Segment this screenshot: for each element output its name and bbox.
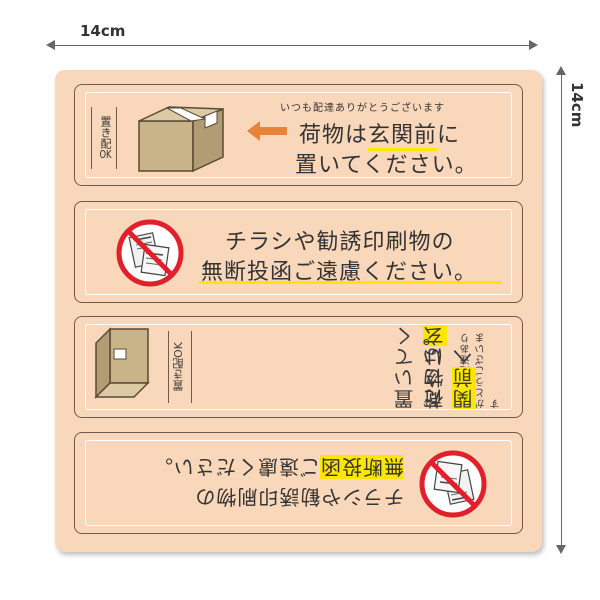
- panel-border: [85, 92, 512, 178]
- height-label: 14cm: [568, 82, 586, 128]
- okihai-tag-ok: OK: [99, 149, 112, 160]
- inverted-content: チラシや勧誘印刷物の 無断投函ご遠慮ください。: [75, 433, 522, 533]
- okihai-tag-text: 置き配OK: [172, 342, 185, 392]
- no-flyers-line2-post: ご遠慮ください。: [152, 455, 320, 479]
- instruction-line1-post: に: [437, 123, 461, 148]
- width-dimension-arrow: [46, 40, 538, 50]
- panel-border: [85, 209, 512, 295]
- width-label: 14cm: [80, 22, 126, 40]
- no-flyers-line2: 無断投函ご遠慮ください。: [152, 454, 404, 483]
- panel-no-flyers-upright[interactable]: チラシや勧誘印刷物の 無断投函ご遠慮ください。: [74, 201, 523, 303]
- no-flyers-prohibition-icon: [116, 219, 184, 287]
- cardboard-box-icon: [94, 327, 150, 399]
- instruction-line2: 置いてください。: [390, 323, 448, 409]
- no-flyers-line2-highlight: 無断投函: [320, 455, 404, 479]
- no-flyers-line1: チラシや勧誘印刷物の: [225, 230, 455, 255]
- panel-no-flyers-inverted[interactable]: チラシや勧誘印刷物の 無断投函ご遠慮ください。: [74, 432, 523, 534]
- panel-delivery-upright[interactable]: 置き配OK いつも配達ありがとうございます 荷物は玄関前に 置いてください。: [74, 84, 523, 186]
- okihai-tag-mid: 配: [99, 138, 112, 149]
- okihai-tag-top: 置き: [99, 116, 112, 138]
- instruction-line1: 荷物は玄関前に: [299, 117, 461, 151]
- arrow-left-icon: [247, 121, 287, 141]
- instruction-line1-pre: 荷物は: [299, 123, 369, 148]
- thanks-text: いつも配達ありがとうございます: [280, 103, 445, 114]
- inverted-content: 置き配OK いつも配達ありがとうございます 荷物は玄関前へ 置いてください。: [75, 317, 522, 417]
- instruction-line2-content: 置いてください。: [393, 325, 446, 409]
- sticker-sheet: 置き配OK いつも配達ありがとうございます 荷物は玄関前に 置いてください。: [55, 70, 542, 552]
- instruction-line1-post: へ: [452, 346, 476, 367]
- no-flyers-underline: [199, 281, 502, 284]
- okihai-tag: 置き配OK: [91, 107, 117, 169]
- no-flyers-prohibition-icon: [419, 450, 487, 518]
- instruction-line2: 置いてください。: [295, 153, 478, 178]
- panel-border: [85, 440, 512, 526]
- instruction-line1-highlight: 玄関前: [368, 123, 438, 151]
- cardboard-box-icon: [138, 106, 224, 173]
- panel-delivery-inverted[interactable]: 置き配OK いつも配達ありがとうございます 荷物は玄関前へ 置いてください。: [74, 316, 523, 418]
- no-flyers-line2: 無断投函ご遠慮ください。: [201, 260, 478, 285]
- panel-border: [85, 324, 512, 410]
- okihai-tag: 置き配OK: [168, 331, 192, 403]
- no-flyers-line1: チラシや勧誘印刷物の: [194, 485, 404, 509]
- height-dimension-arrow: [556, 66, 566, 554]
